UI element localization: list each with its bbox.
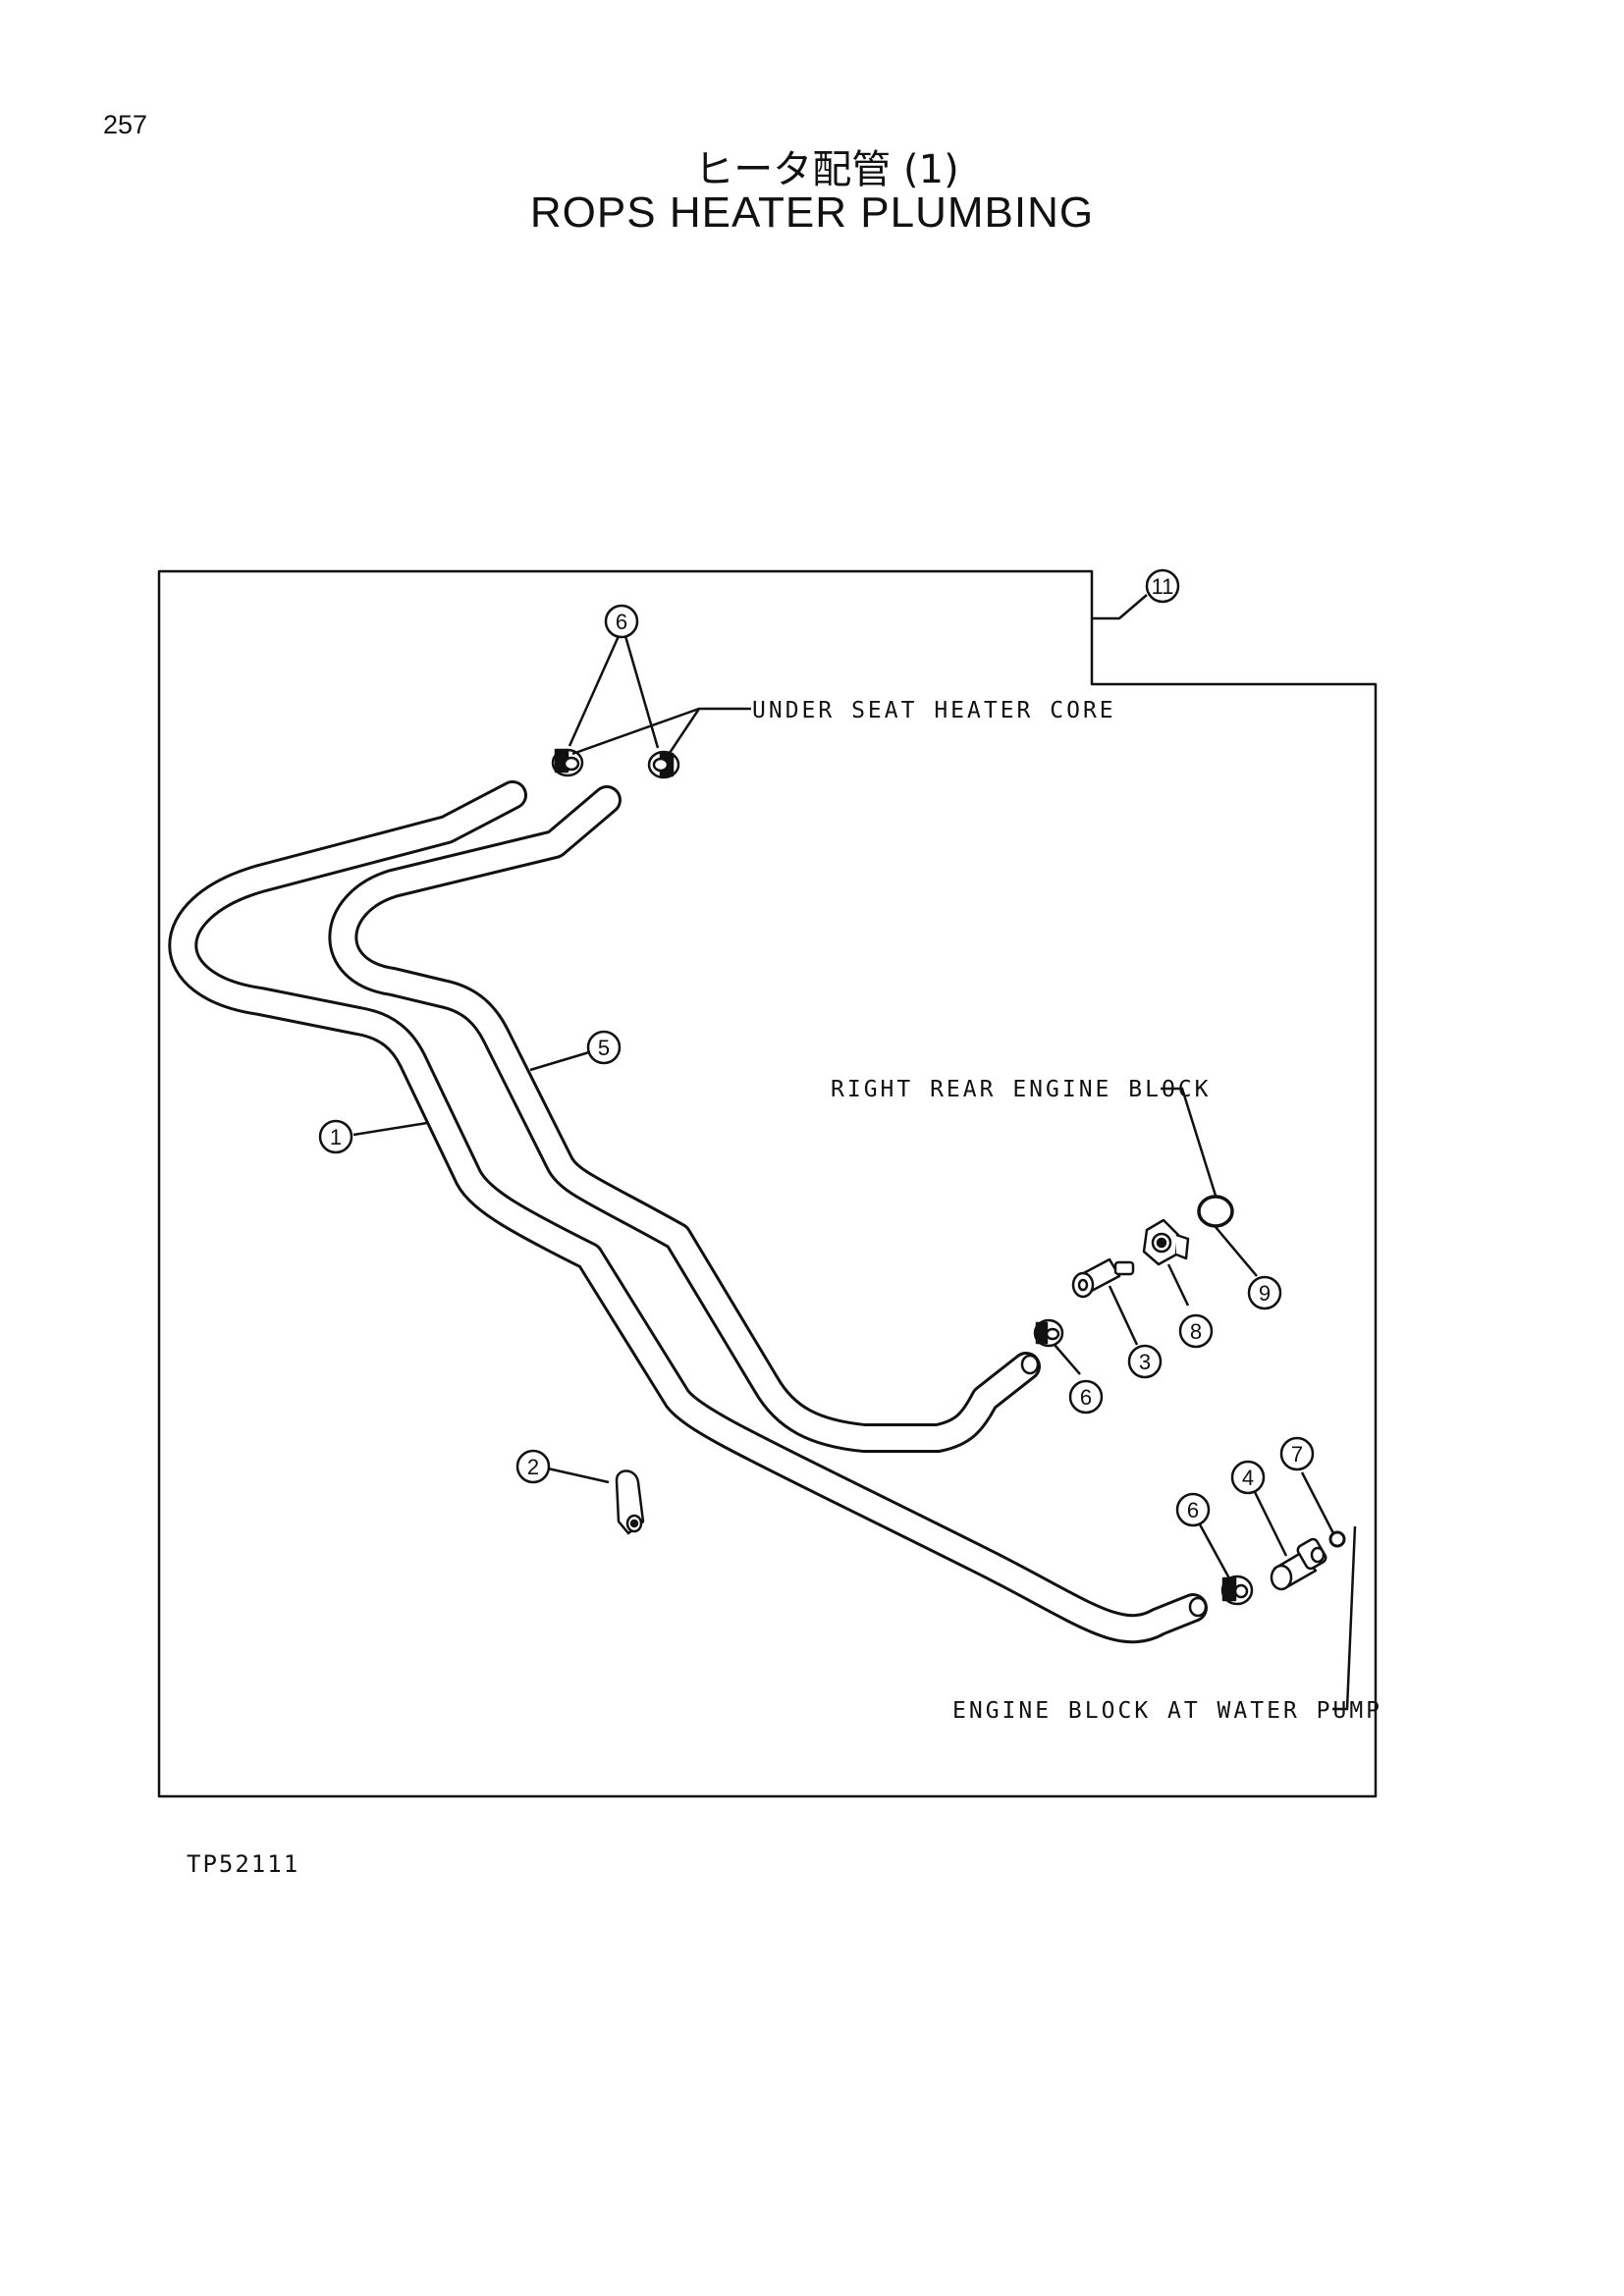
callout-8-number: 8	[1190, 1319, 1202, 1344]
callout-2-circle	[515, 1449, 551, 1484]
clip-part	[615, 1469, 645, 1535]
leader-line	[666, 708, 701, 757]
callout-6-circle	[1175, 1492, 1211, 1527]
callout-8-circle	[1178, 1313, 1214, 1349]
callout-5-circle	[586, 1030, 622, 1065]
leader-line	[1300, 1471, 1335, 1534]
diagram-frame	[157, 569, 1378, 1798]
hose-end-opening	[1188, 1596, 1208, 1618]
o-ring-part	[1328, 1530, 1346, 1548]
label-engine-block-water-pump: ENGINE BLOCK AT WATER PUMP	[952, 1698, 1382, 1724]
leader-line	[1198, 1523, 1231, 1579]
callout-11-circle	[1145, 568, 1180, 604]
callout-1-number: 1	[330, 1125, 342, 1149]
leader-line	[352, 1121, 428, 1137]
callout-11-number: 11	[1152, 574, 1174, 599]
leader-line	[1166, 1263, 1190, 1307]
leader-line	[568, 635, 621, 747]
connector-part	[1270, 1537, 1327, 1591]
leader-line	[529, 1050, 590, 1072]
leader-line	[547, 1467, 610, 1484]
drawing-code: TP52111	[187, 1850, 300, 1878]
leader-line	[1054, 1344, 1081, 1375]
o-ring-part	[1197, 1195, 1234, 1228]
leader-line	[1108, 1285, 1139, 1346]
page-title: ROPS HEATER PLUMBING	[529, 188, 1095, 237]
callout-4-circle	[1230, 1460, 1266, 1495]
callout-6-number: 6	[1187, 1498, 1199, 1522]
label-under-seat-heater-core: UNDER SEAT HEATER CORE	[752, 698, 1116, 723]
hose-5-inner	[331, 788, 1038, 1450]
callout-9-circle	[1247, 1275, 1282, 1310]
callout-6-number: 6	[616, 610, 627, 634]
callout-6-circle	[1068, 1379, 1104, 1415]
page-number: 257	[103, 110, 148, 139]
hose-clamp-part	[1220, 1575, 1254, 1606]
fitting-part	[1071, 1257, 1135, 1299]
hose-clamp-part	[647, 750, 680, 779]
callout-6-circle	[604, 604, 639, 639]
hose-clamp-part	[1033, 1318, 1064, 1348]
leader-line	[571, 707, 751, 756]
callout-3-circle	[1127, 1344, 1163, 1379]
callout-7-number: 7	[1291, 1442, 1303, 1467]
leader-line	[1253, 1491, 1288, 1557]
leader-line	[1161, 1087, 1218, 1197]
plug-part	[1142, 1218, 1190, 1266]
callout-6-number: 6	[1080, 1385, 1092, 1410]
label-right-rear-engine-block: RIGHT REAR ENGINE BLOCK	[831, 1077, 1212, 1102]
leader-line	[1332, 1525, 1357, 1711]
callout-9-number: 9	[1259, 1281, 1271, 1306]
leader-line	[1092, 594, 1148, 620]
page-title-japanese: ヒータ配管 (1)	[694, 147, 959, 192]
callout-7-circle	[1279, 1436, 1315, 1471]
callout-3-number: 3	[1139, 1350, 1151, 1374]
leader-line	[1215, 1226, 1258, 1277]
callout-1-circle	[318, 1119, 353, 1154]
callout-2-number: 2	[527, 1455, 539, 1479]
callout-4-number: 4	[1242, 1466, 1254, 1490]
hose-end-opening	[1020, 1354, 1040, 1375]
hose-1-inner	[171, 783, 1205, 1641]
hose-clamp-part	[551, 748, 584, 777]
leader-line	[623, 635, 660, 749]
callout-5-number: 5	[598, 1036, 610, 1060]
